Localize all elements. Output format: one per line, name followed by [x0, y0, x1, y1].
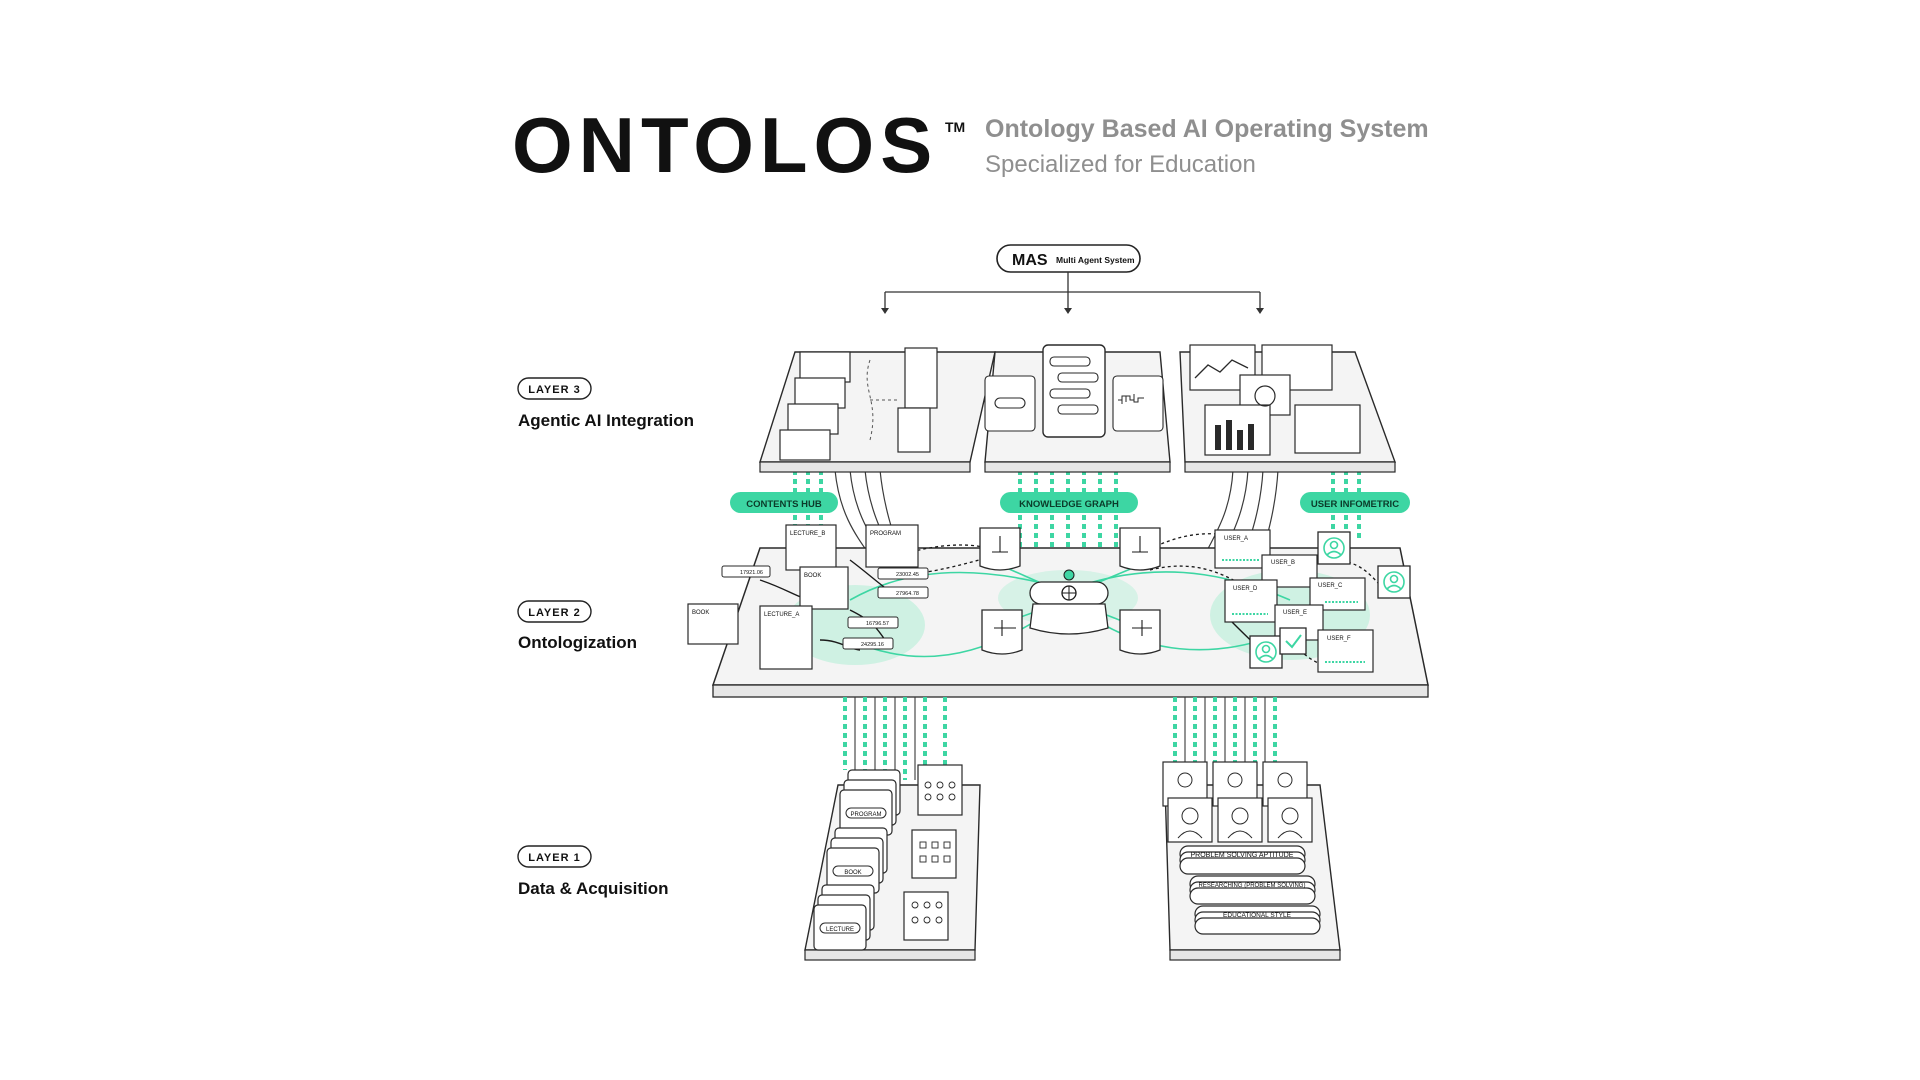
layer1-lecture: LECTURE	[826, 927, 854, 933]
layer-2-badge	[517, 600, 592, 623]
layer-1-label: LAYER 1 Data & Acquisition	[517, 845, 669, 898]
value-chip-2: 23002.45	[896, 572, 919, 578]
logo-wordmark: ONTOLOS	[512, 101, 938, 189]
user-data-platform: PROBLEM SOLVING APTITUDE RESEARCHING (PR…	[1162, 761, 1341, 961]
contents-hub-label: CONTENTS HUB	[746, 499, 822, 510]
trademark-mark: TM	[945, 119, 965, 135]
tagline-primary: Ontology Based AI Operating System	[985, 115, 1429, 143]
node-user-b: USER_B	[1271, 560, 1295, 566]
layer-1-badge	[517, 845, 592, 868]
node-user-c: USER_C	[1318, 583, 1343, 589]
user-icon	[1255, 537, 1405, 663]
layer-3-title: Agentic AI Integration	[518, 411, 694, 430]
user-infometric-pill	[1300, 492, 1410, 513]
layer1-program: PROGRAM	[850, 812, 881, 818]
trait-style: EDUCATIONAL STYLE	[1223, 912, 1292, 919]
value-chip-5: 24295.16	[861, 642, 884, 648]
contents-agent-platform	[759, 347, 996, 473]
node-book: BOOK	[804, 573, 821, 579]
graph-node-icon	[979, 527, 1161, 655]
value-chip-3: 27964.78	[896, 591, 919, 597]
card-user-f	[1317, 629, 1374, 673]
ontology-platform: LECTURE_B PROGRAM BOOK BOOK LECTURE_A 17…	[687, 524, 1429, 698]
user-infometric-label: USER INFOMETRIC	[1311, 499, 1399, 510]
hub-pills: CONTENTS HUB KNOWLEDGE GRAPH USER INFOME…	[730, 492, 1410, 513]
document-icon	[779, 347, 938, 461]
layer-2-badge-text: LAYER 2	[528, 607, 580, 619]
card-lecture-a	[759, 605, 813, 670]
layer-3-badge	[517, 377, 592, 400]
mas-full: Multi Agent System	[1056, 255, 1135, 265]
tagline-secondary: Specialized for Education	[985, 151, 1256, 178]
contents-hub-pill	[730, 492, 838, 513]
layer-2-title: Ontologization	[518, 633, 637, 652]
card-program	[865, 524, 919, 568]
trait-aptitude: PROBLEM SOLVING APTITUDE	[1191, 852, 1294, 859]
contents-node-cards	[687, 524, 919, 670]
layer-2-label: LAYER 2 Ontologization	[517, 600, 637, 652]
header: ONTOLOS TM Ontology Based AI Operating S…	[512, 101, 1429, 189]
value-chips: 17921.06 23002.45 27964.78 16796.57 2429…	[721, 565, 929, 650]
mas-arrowheads	[881, 308, 1264, 314]
value-chip-4: 16796.57	[866, 621, 889, 627]
mas-abbr: MAS	[1012, 252, 1048, 269]
mas-connector	[884, 272, 1261, 312]
cables-lower	[843, 697, 1277, 790]
layer-3-label: LAYER 3 Agentic AI Integration	[517, 377, 694, 430]
check-icon	[1285, 634, 1302, 649]
card-user-a	[1214, 529, 1271, 569]
card-book-2	[687, 603, 739, 645]
globe-node	[1029, 569, 1109, 635]
knowledge-graph-pill	[1000, 492, 1138, 513]
node-book-2: BOOK	[692, 610, 709, 616]
ai-tutor-platform	[984, 344, 1171, 473]
layer-1-badge-text: LAYER 1	[528, 852, 580, 864]
trait-researching: RESEARCHING (PROBLEM SOLVING)	[1199, 883, 1306, 889]
knowledge-graph-label: KNOWLEDGE GRAPH	[1019, 499, 1119, 510]
layer-3-platforms	[759, 344, 1396, 473]
node-user-a: USER_A	[1224, 536, 1248, 542]
node-program: PROGRAM	[870, 531, 901, 537]
layer-3-badge-text: LAYER 3	[528, 384, 580, 396]
ai-lms-platform	[1179, 344, 1396, 473]
node-user-d: USER_D	[1233, 586, 1258, 592]
value-chip-1: 17921.06	[740, 570, 763, 576]
raw-data-platform: PROGRAM BOOK LECTURE	[804, 764, 981, 961]
node-user-e: USER_E	[1283, 610, 1307, 616]
node-lecture-a: LECTURE_A	[764, 612, 799, 618]
chat-icon	[984, 356, 1164, 432]
node-user-f: USER_F	[1327, 636, 1351, 642]
layer-1-title: Data & Acquisition	[518, 879, 669, 898]
node-lecture-b: LECTURE_B	[790, 531, 825, 537]
mas-node: MAS Multi Agent System	[881, 244, 1264, 314]
folder-stacks	[813, 764, 963, 951]
card-book	[799, 566, 849, 610]
student-portraits	[1162, 761, 1313, 843]
trait-stacks	[1179, 845, 1321, 935]
layer1-book: BOOK	[844, 870, 861, 876]
